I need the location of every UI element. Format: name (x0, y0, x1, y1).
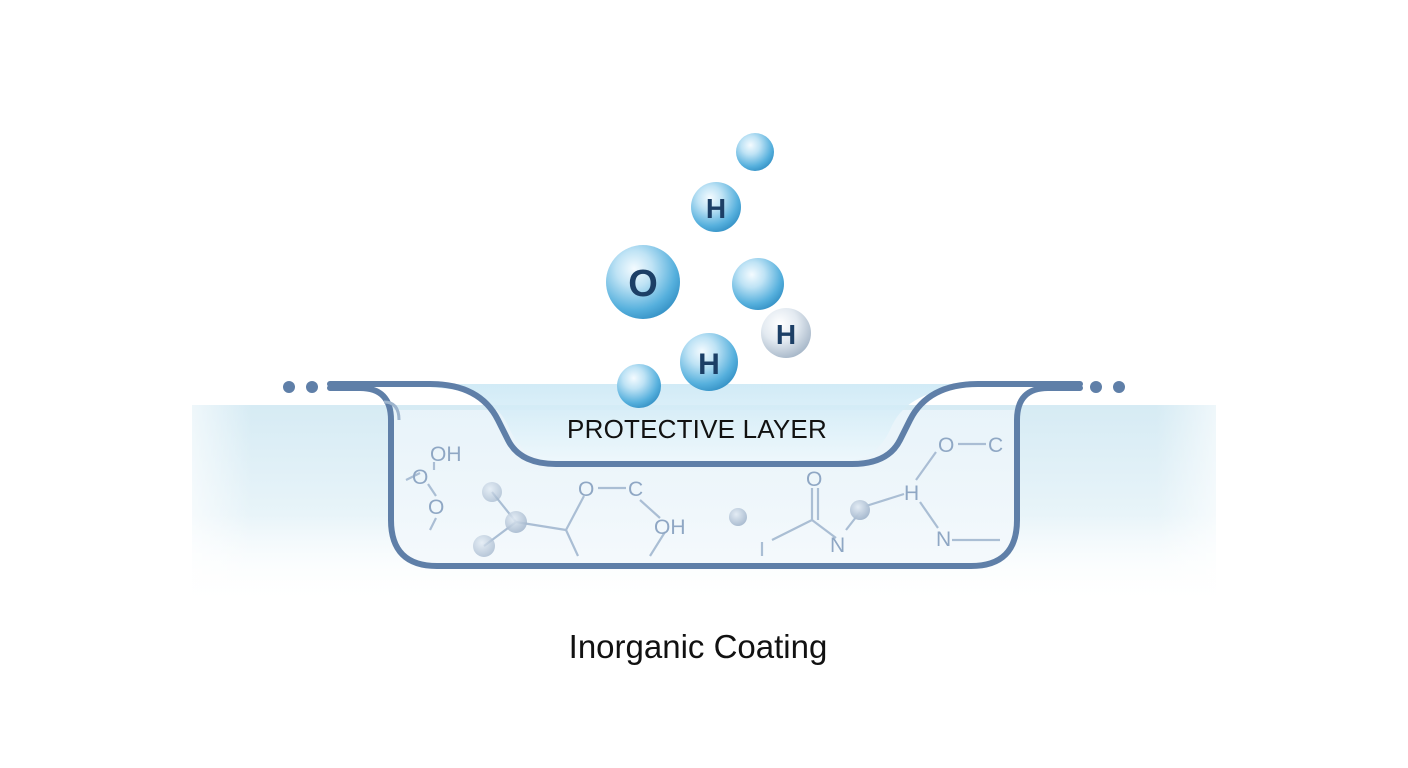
chem-o-left-2: O (428, 496, 444, 519)
node-1 (482, 482, 502, 502)
node-2 (505, 511, 527, 533)
end-dots-left (283, 381, 318, 393)
hydrogen-bubble-right: H (761, 308, 811, 358)
bubble-top (736, 133, 774, 171)
chem-o-carbonyl: O (806, 468, 822, 491)
chem-o-left-1: O (412, 466, 428, 489)
end-dot-left-1 (283, 381, 295, 393)
hydrogen-label-right: H (776, 319, 796, 350)
chem-oh-left: OH (430, 443, 462, 466)
chem-h-bond: H (904, 482, 919, 505)
end-dot-left-2 (306, 381, 318, 393)
protective-layer-label: PROTECTIVE LAYER (567, 414, 827, 444)
hydrogen-bubble-right-circle (761, 308, 811, 358)
chem-o-mid: O (578, 478, 594, 501)
protective-layer-fill (330, 384, 1080, 462)
chem-n-mid: N (830, 534, 845, 557)
hydrogen-bubble-bottom-circle (680, 333, 738, 391)
hydrogen-label-top: H (706, 193, 726, 224)
protective-layer-outline (327, 381, 1083, 467)
node-5 (850, 500, 870, 520)
node-4 (729, 508, 747, 526)
chemistry-nodes (473, 482, 870, 557)
oxygen-bubble: O (606, 245, 680, 319)
oxygen-bubble-circle (606, 245, 680, 319)
coating-inner-outline (383, 400, 401, 421)
oxygen-label: O (628, 263, 658, 305)
bubble-mid-right (732, 258, 784, 310)
molecule-bubbles: H O H H (606, 133, 811, 408)
node-3 (473, 535, 495, 557)
chemistry-labels: OH O O O C OH O N H N O C (412, 434, 1003, 557)
hydrogen-label-bottom: H (698, 348, 720, 381)
chem-n-right: N (936, 528, 951, 551)
end-dot-right-1 (1090, 381, 1102, 393)
chem-c-right: C (988, 434, 1003, 457)
coating-outer-outline (327, 385, 1083, 569)
coating-caption: Inorganic Coating (569, 628, 828, 665)
chem-o-right: O (938, 434, 954, 457)
hydrogen-bubble-bottom: H (680, 333, 738, 391)
end-dot-right-2 (1113, 381, 1125, 393)
hydrogen-bubble-top-circle (691, 182, 741, 232)
chem-oh-mid: OH (654, 516, 686, 539)
hydrogen-bubble-top: H (691, 182, 741, 232)
chem-c-mid: C (628, 478, 643, 501)
bubble-landing (617, 364, 661, 408)
end-dots-right (1090, 381, 1125, 393)
